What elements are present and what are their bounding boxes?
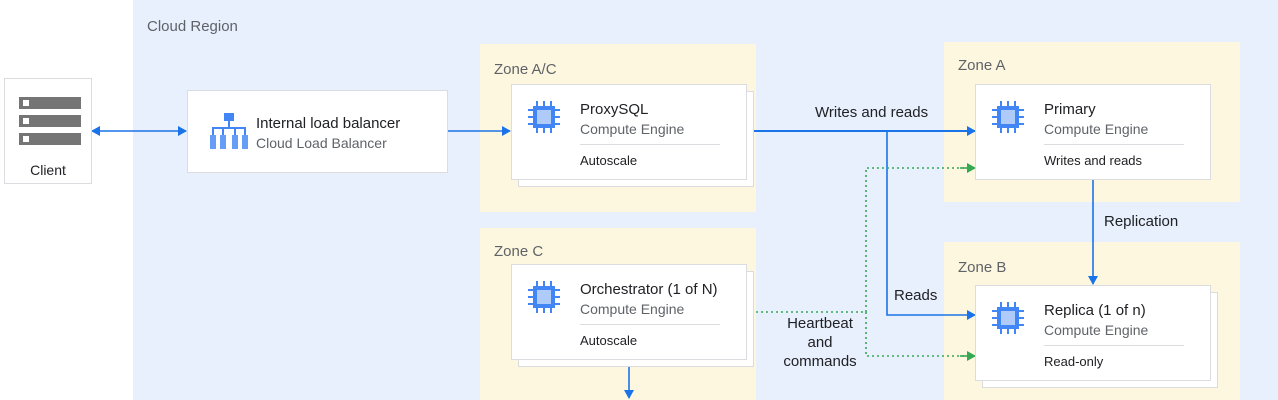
cpu-chip-icon (528, 281, 560, 313)
zone-a-label: Zone A (958, 57, 1006, 74)
load-balancer-icon (210, 113, 248, 149)
orchestrator-title: Orchestrator (1 of N) (580, 281, 718, 298)
zone-c-label: Zone C (494, 243, 544, 260)
cloud-region-label: Cloud Region (147, 18, 238, 35)
cpu-chip-icon (992, 101, 1024, 133)
heartbeat-line-3: commands (783, 353, 857, 370)
replica-subtitle: Compute Engine (1044, 322, 1149, 338)
client-node[interactable]: Client (4, 78, 92, 184)
proxysql-subtitle: Compute Engine (580, 121, 685, 137)
heartbeat-line-2: and (807, 334, 833, 351)
reads-label: Reads (894, 287, 938, 304)
proxysql-node[interactable]: ProxySQL Compute Engine Autoscale (511, 84, 747, 180)
load-balancer-title: Internal load balancer (256, 115, 401, 132)
load-balancer-node[interactable]: Internal load balancer Cloud Load Balanc… (187, 90, 448, 173)
heartbeat-dotted-line (746, 167, 975, 357)
primary-title: Primary (1044, 101, 1096, 118)
proxysql-title: ProxySQL (580, 101, 649, 118)
replica-title: Replica (1 of n) (1044, 302, 1146, 319)
reads-arrow (886, 131, 976, 320)
orchestrator-footer: Autoscale (580, 333, 638, 348)
primary-node[interactable]: Primary Compute Engine Writes and reads (975, 84, 1211, 180)
load-balancer-subtitle: Cloud Load Balancer (256, 135, 387, 151)
heartbeat-line-1: Heartbeat (787, 315, 853, 332)
primary-subtitle: Compute Engine (1044, 121, 1149, 137)
cpu-chip-icon (528, 101, 560, 133)
replica-divider (1044, 345, 1184, 346)
zone-b-label: Zone B (958, 259, 1007, 276)
replica-footer: Read-only (1044, 354, 1104, 369)
orchestrator-node[interactable]: Orchestrator (1 of N) Compute Engine Aut… (511, 264, 747, 360)
writes-reads-label: Writes and reads (815, 104, 929, 121)
proxysql-footer: Autoscale (580, 153, 638, 168)
proxysql-divider (580, 144, 720, 145)
primary-footer: Writes and reads (1044, 153, 1143, 168)
cpu-chip-icon (992, 302, 1024, 334)
zone-a-c-label: Zone A/C (494, 61, 557, 78)
orchestrator-divider (580, 324, 720, 325)
server-rack-icon (19, 97, 81, 145)
orchestrator-subtitle: Compute Engine (580, 301, 685, 317)
primary-divider (1044, 144, 1184, 145)
replica-node[interactable]: Replica (1 of n) Compute Engine Read-onl… (975, 285, 1211, 381)
replication-label: Replication (1104, 213, 1179, 230)
client-label: Client (30, 162, 66, 178)
